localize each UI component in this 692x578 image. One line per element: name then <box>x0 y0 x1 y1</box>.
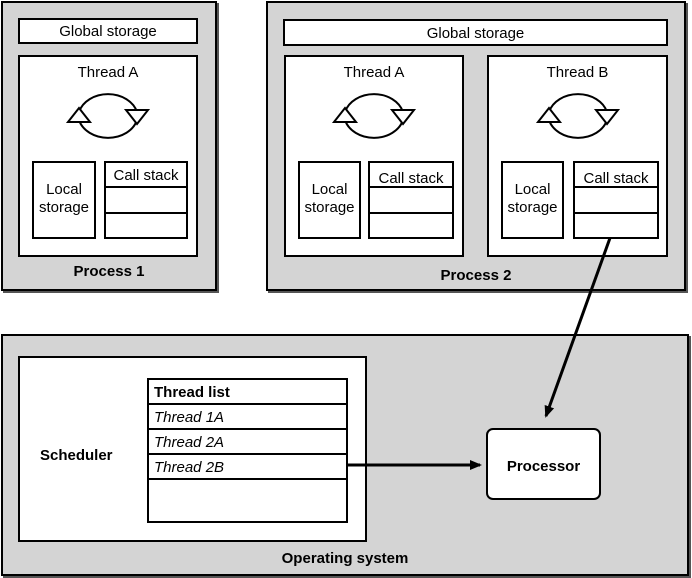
scheduler-box: Scheduler Thread list Thread 1A Thread 2… <box>18 356 367 542</box>
process-1-thread-a-local-storage-label: Local storage <box>38 181 90 216</box>
process-2-global-storage-label: Global storage <box>426 25 525 42</box>
processor-box: Processor <box>486 428 601 500</box>
process-2-thread-b-call-stack: Call stack <box>573 161 659 239</box>
call-stack-row <box>575 212 657 214</box>
process-2-thread-b: Thread B Local storage Call stack <box>487 55 668 257</box>
process-2-thread-b-call-stack-label: Call stack <box>583 170 649 187</box>
process-2-thread-b-local-storage-label: Local storage <box>507 181 558 216</box>
process-2-thread-b-title: Thread B <box>546 64 609 81</box>
thread-list: Thread list Thread 1A Thread 2A Thread 2… <box>147 378 348 523</box>
thread-list-item: Thread 1A <box>149 405 346 430</box>
process-1-label: Process 1 <box>73 263 145 280</box>
process-1-thread-a-call-stack: Call stack <box>104 161 188 239</box>
process-1-thread-a-call-stack-label: Call stack <box>113 167 179 184</box>
call-stack-row <box>575 186 657 188</box>
process-2-thread-a-title: Thread A <box>343 64 405 81</box>
call-stack-row <box>106 212 186 214</box>
process-2-thread-a-call-stack: Call stack <box>368 161 454 239</box>
call-stack-row <box>370 212 452 214</box>
process-1-thread-a-title: Thread A <box>77 64 139 81</box>
call-stack-row <box>106 186 186 188</box>
thread-list-header: Thread list <box>149 380 346 405</box>
processor-label: Processor <box>506 458 581 475</box>
process-1-thread-a: Thread A Local storage Call stack <box>18 55 198 257</box>
process-2-thread-a: Thread A Local storage Call stack <box>284 55 464 257</box>
call-stack-row <box>370 186 452 188</box>
process-1-thread-a-local-storage: Local storage <box>32 161 96 239</box>
thread-list-item: Thread 2A <box>149 430 346 455</box>
operating-system-label: Operating system <box>281 550 409 567</box>
process-1-global-storage-label: Global storage <box>59 23 157 40</box>
process-2-thread-b-local-storage: Local storage <box>501 161 564 239</box>
process-2-thread-a-call-stack-label: Call stack <box>378 170 444 187</box>
scheduler-label: Scheduler <box>40 447 113 464</box>
process-1-global-storage: Global storage <box>18 18 198 44</box>
process-2-global-storage: Global storage <box>283 19 668 46</box>
process-2-thread-a-local-storage-label: Local storage <box>304 181 355 216</box>
process-2-thread-a-local-storage: Local storage <box>298 161 361 239</box>
process-2-label: Process 2 <box>440 267 512 284</box>
thread-list-item: Thread 2B <box>149 455 346 480</box>
